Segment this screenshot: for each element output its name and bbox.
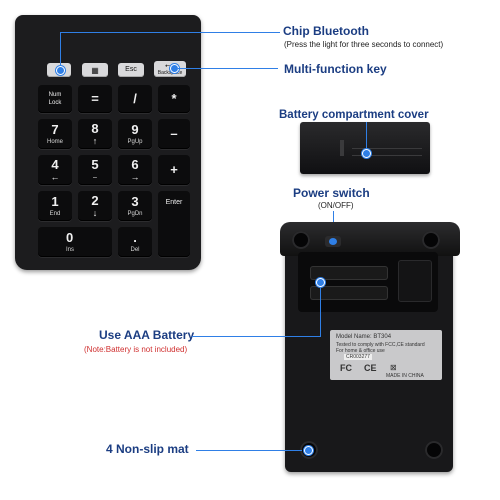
aaa-battery-2 bbox=[310, 286, 388, 300]
foot-top-right bbox=[422, 231, 440, 249]
calculator-icon: ▦ bbox=[91, 65, 99, 75]
non-slip-title: 4 Non-slip mat bbox=[106, 442, 189, 456]
key-3-sub: PgDn bbox=[127, 210, 143, 217]
minus-key[interactable]: – bbox=[158, 119, 190, 149]
key-7[interactable]: 7 Home bbox=[38, 119, 72, 149]
key-0-sub: Ins bbox=[66, 246, 75, 253]
key-0[interactable]: 0 Ins bbox=[38, 227, 112, 257]
dot-sub: Del bbox=[130, 246, 140, 253]
key-3-main: 3 bbox=[131, 193, 139, 209]
weee-bin-icon: ⊠ bbox=[390, 363, 397, 372]
key-5[interactable]: 5 – bbox=[78, 155, 112, 185]
key-7-main: 7 bbox=[51, 121, 59, 137]
multi-function-line bbox=[178, 68, 278, 69]
enter-key[interactable]: Enter bbox=[158, 191, 190, 257]
plus-label: + bbox=[170, 162, 178, 177]
key-4-main: 4 bbox=[51, 157, 59, 172]
aaa-battery-dot bbox=[316, 278, 325, 287]
backspace-key-label: Backspace bbox=[157, 69, 183, 76]
bluetooth-callout-line bbox=[60, 32, 61, 66]
enter-label: Enter bbox=[165, 199, 183, 206]
star-label: * bbox=[171, 91, 177, 106]
foot-bottom-right bbox=[425, 441, 443, 459]
model-label-plate: Model Name: BT304 Tested to comply with … bbox=[330, 330, 442, 380]
aaa-battery-title: Use AAA Battery bbox=[99, 328, 195, 342]
right-arrow-icon: → bbox=[130, 172, 140, 182]
chip-bluetooth-note: (Press the light for three seconds to co… bbox=[284, 40, 444, 49]
battery-cover-line bbox=[366, 122, 367, 152]
aaa-battery-line-v bbox=[320, 282, 321, 337]
aaa-battery-note: (Note:Battery is not included) bbox=[84, 345, 188, 354]
non-slip-dot bbox=[304, 446, 313, 455]
key-5-mark: – bbox=[93, 174, 97, 181]
aaa-battery-1 bbox=[310, 266, 388, 280]
up-arrow-icon: ↑ bbox=[92, 136, 98, 146]
power-switch-note: (ON/OFF) bbox=[318, 201, 354, 210]
battery-cover-dot bbox=[362, 149, 371, 158]
multi-function-title: Multi-function key bbox=[284, 62, 387, 76]
power-switch[interactable] bbox=[325, 236, 341, 247]
battery-bay bbox=[298, 252, 438, 312]
key-1[interactable]: 1 End bbox=[38, 191, 72, 221]
key-8[interactable]: 8 ↑ bbox=[78, 119, 112, 149]
fcc-logo-icon: FC bbox=[340, 363, 352, 373]
model-name: Model Name: BT304 bbox=[336, 334, 392, 340]
esc-key-label: Esc bbox=[125, 66, 137, 73]
key-2[interactable]: 2 ↓ bbox=[78, 191, 112, 221]
calculator-key[interactable]: ▦ bbox=[82, 63, 108, 77]
backspace-arrow-icon: ⟵ bbox=[165, 63, 175, 70]
battery-cover-title: Battery compartment cover bbox=[279, 109, 429, 121]
key-9-main: 9 bbox=[131, 121, 139, 137]
key-4[interactable]: 4 ← bbox=[38, 155, 72, 185]
serial-number: CR003277 bbox=[344, 354, 372, 360]
plus-key[interactable]: + bbox=[158, 155, 190, 185]
key-0-main: 0 bbox=[66, 229, 74, 245]
key-5-main: 5 bbox=[91, 157, 99, 172]
battery-compartment-cover bbox=[300, 122, 430, 174]
ce-logo-icon: CE bbox=[364, 363, 377, 373]
esc-key[interactable]: Esc bbox=[118, 63, 144, 77]
slash-key[interactable]: / bbox=[118, 85, 152, 113]
key-9-sub: PgUp bbox=[127, 138, 143, 145]
key-2-main: 2 bbox=[91, 193, 99, 208]
key-1-sub: End bbox=[49, 210, 61, 217]
key-9[interactable]: 9 PgUp bbox=[118, 119, 152, 149]
plate-line-2: Tested to comply with FCC,CE standard bbox=[336, 342, 425, 348]
key-6-main: 6 bbox=[131, 157, 139, 172]
dot-key[interactable]: . Del bbox=[118, 227, 152, 257]
bluetooth-callout-dot bbox=[56, 66, 65, 75]
num-lock-key[interactable]: Num Lock bbox=[38, 85, 72, 113]
star-key[interactable]: * bbox=[158, 85, 190, 113]
equals-key[interactable]: = bbox=[78, 85, 112, 113]
minus-label: – bbox=[170, 126, 178, 141]
dot-main: . bbox=[133, 229, 137, 245]
non-slip-line bbox=[196, 450, 302, 451]
key-6[interactable]: 6 → bbox=[118, 155, 152, 185]
foot-top-left bbox=[292, 231, 310, 249]
key-7-sub: Home bbox=[46, 138, 63, 145]
down-arrow-icon: ↓ bbox=[92, 208, 98, 218]
aaa-battery-line-h bbox=[192, 336, 320, 337]
key-8-main: 8 bbox=[91, 121, 99, 136]
left-arrow-icon: ← bbox=[50, 172, 60, 182]
made-in-china: MADE IN CHINA bbox=[386, 373, 424, 379]
plate-line-3: For home & office use bbox=[336, 348, 385, 354]
chip-bluetooth-title: Chip Bluetooth bbox=[283, 24, 369, 38]
num-lock-label: Num Lock bbox=[48, 92, 62, 106]
equals-label: = bbox=[91, 91, 99, 106]
bluetooth-callout-line-h bbox=[60, 32, 280, 33]
slash-label: / bbox=[133, 91, 137, 106]
key-1-main: 1 bbox=[51, 193, 59, 209]
power-switch-title: Power switch bbox=[293, 186, 370, 200]
key-3[interactable]: 3 PgDn bbox=[118, 191, 152, 221]
